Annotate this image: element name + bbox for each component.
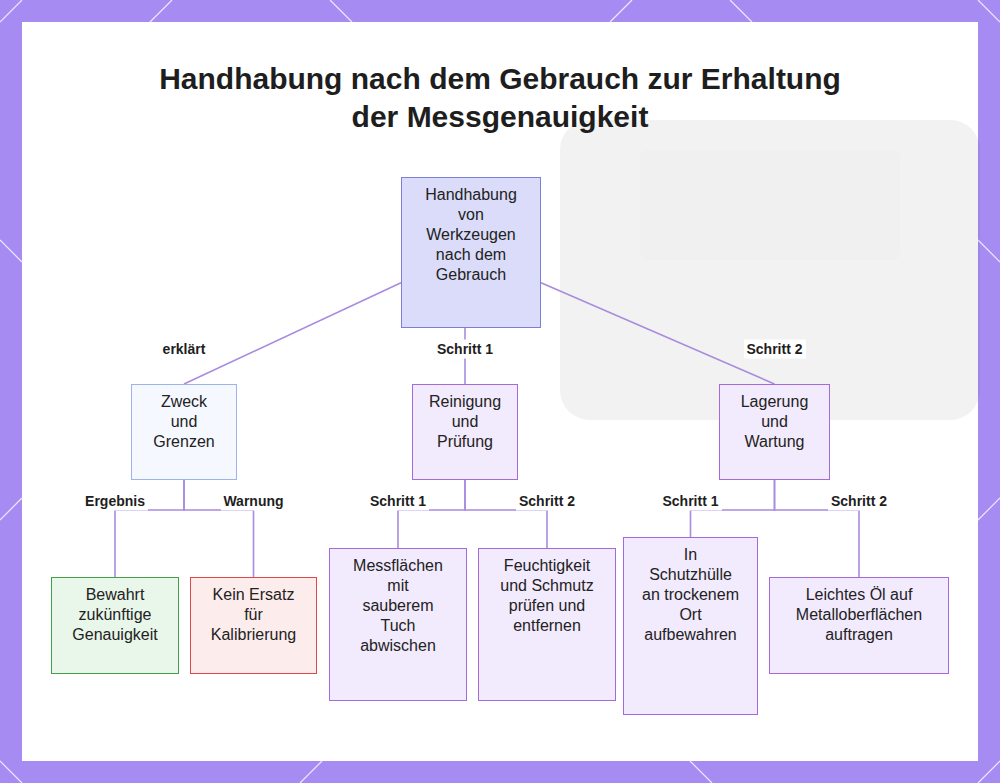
box-label: Handhabung von Werkzeugen nach dem Gebra… [421, 178, 521, 285]
box-label: Zweck und Grenzen [151, 385, 217, 452]
process-box: Zweck und Grenzen [131, 384, 237, 480]
box-label: Kein Ersatz für Kalibrierung [208, 578, 300, 645]
edge-label: Schritt 2 [516, 492, 578, 511]
edge-label: Warnung [220, 492, 286, 511]
box-label: Reinigung und Prüfung [425, 385, 505, 452]
process-box: Kein Ersatz für Kalibrierung [190, 577, 317, 674]
edge-label: Schritt 1 [434, 340, 496, 359]
edge-label: Ergebnis [82, 492, 148, 511]
process-box: In Schutzhülle an trockenem Ort aufbewah… [623, 537, 758, 715]
connector-line [465, 480, 547, 548]
process-box: Feuchtigkeit und Schmutz prüfen und entf… [478, 548, 616, 701]
edge-label: Schritt 1 [659, 492, 721, 511]
edge-label: Schritt 1 [367, 492, 429, 511]
box-label: In Schutzhülle an trockenem Ort aufbewah… [641, 538, 741, 645]
connector-line [541, 283, 775, 384]
background-photo [560, 120, 980, 420]
process-box: Reinigung und Prüfung [412, 384, 518, 480]
process-box: Leichtes Öl auf Metalloberflächen auftra… [769, 577, 949, 674]
edge-label: erklärt [160, 340, 209, 359]
box-label: Feuchtigkeit und Schmutz prüfen und entf… [497, 549, 597, 636]
box-label: Leichtes Öl auf Metalloberflächen auftra… [784, 578, 934, 645]
edge-label: Schritt 2 [743, 340, 805, 359]
connector-line [184, 283, 401, 384]
edge-label: Schritt 2 [828, 492, 890, 511]
process-box: Bewahrt zukünftige Genauigkeit [51, 577, 179, 674]
process-box: Handhabung von Werkzeugen nach dem Gebra… [401, 177, 541, 328]
connector-line [398, 480, 465, 548]
process-box: Messflächen mit sauberem Tuch abwischen [329, 548, 467, 701]
box-label: Lagerung und Wartung [735, 385, 815, 452]
box-label: Messflächen mit sauberem Tuch abwischen [350, 549, 446, 656]
box-label: Bewahrt zukünftige Genauigkeit [65, 578, 165, 645]
diagram-title: Handhabung nach dem Gebrauch zur Erhaltu… [150, 60, 850, 136]
process-box: Lagerung und Wartung [719, 384, 830, 480]
